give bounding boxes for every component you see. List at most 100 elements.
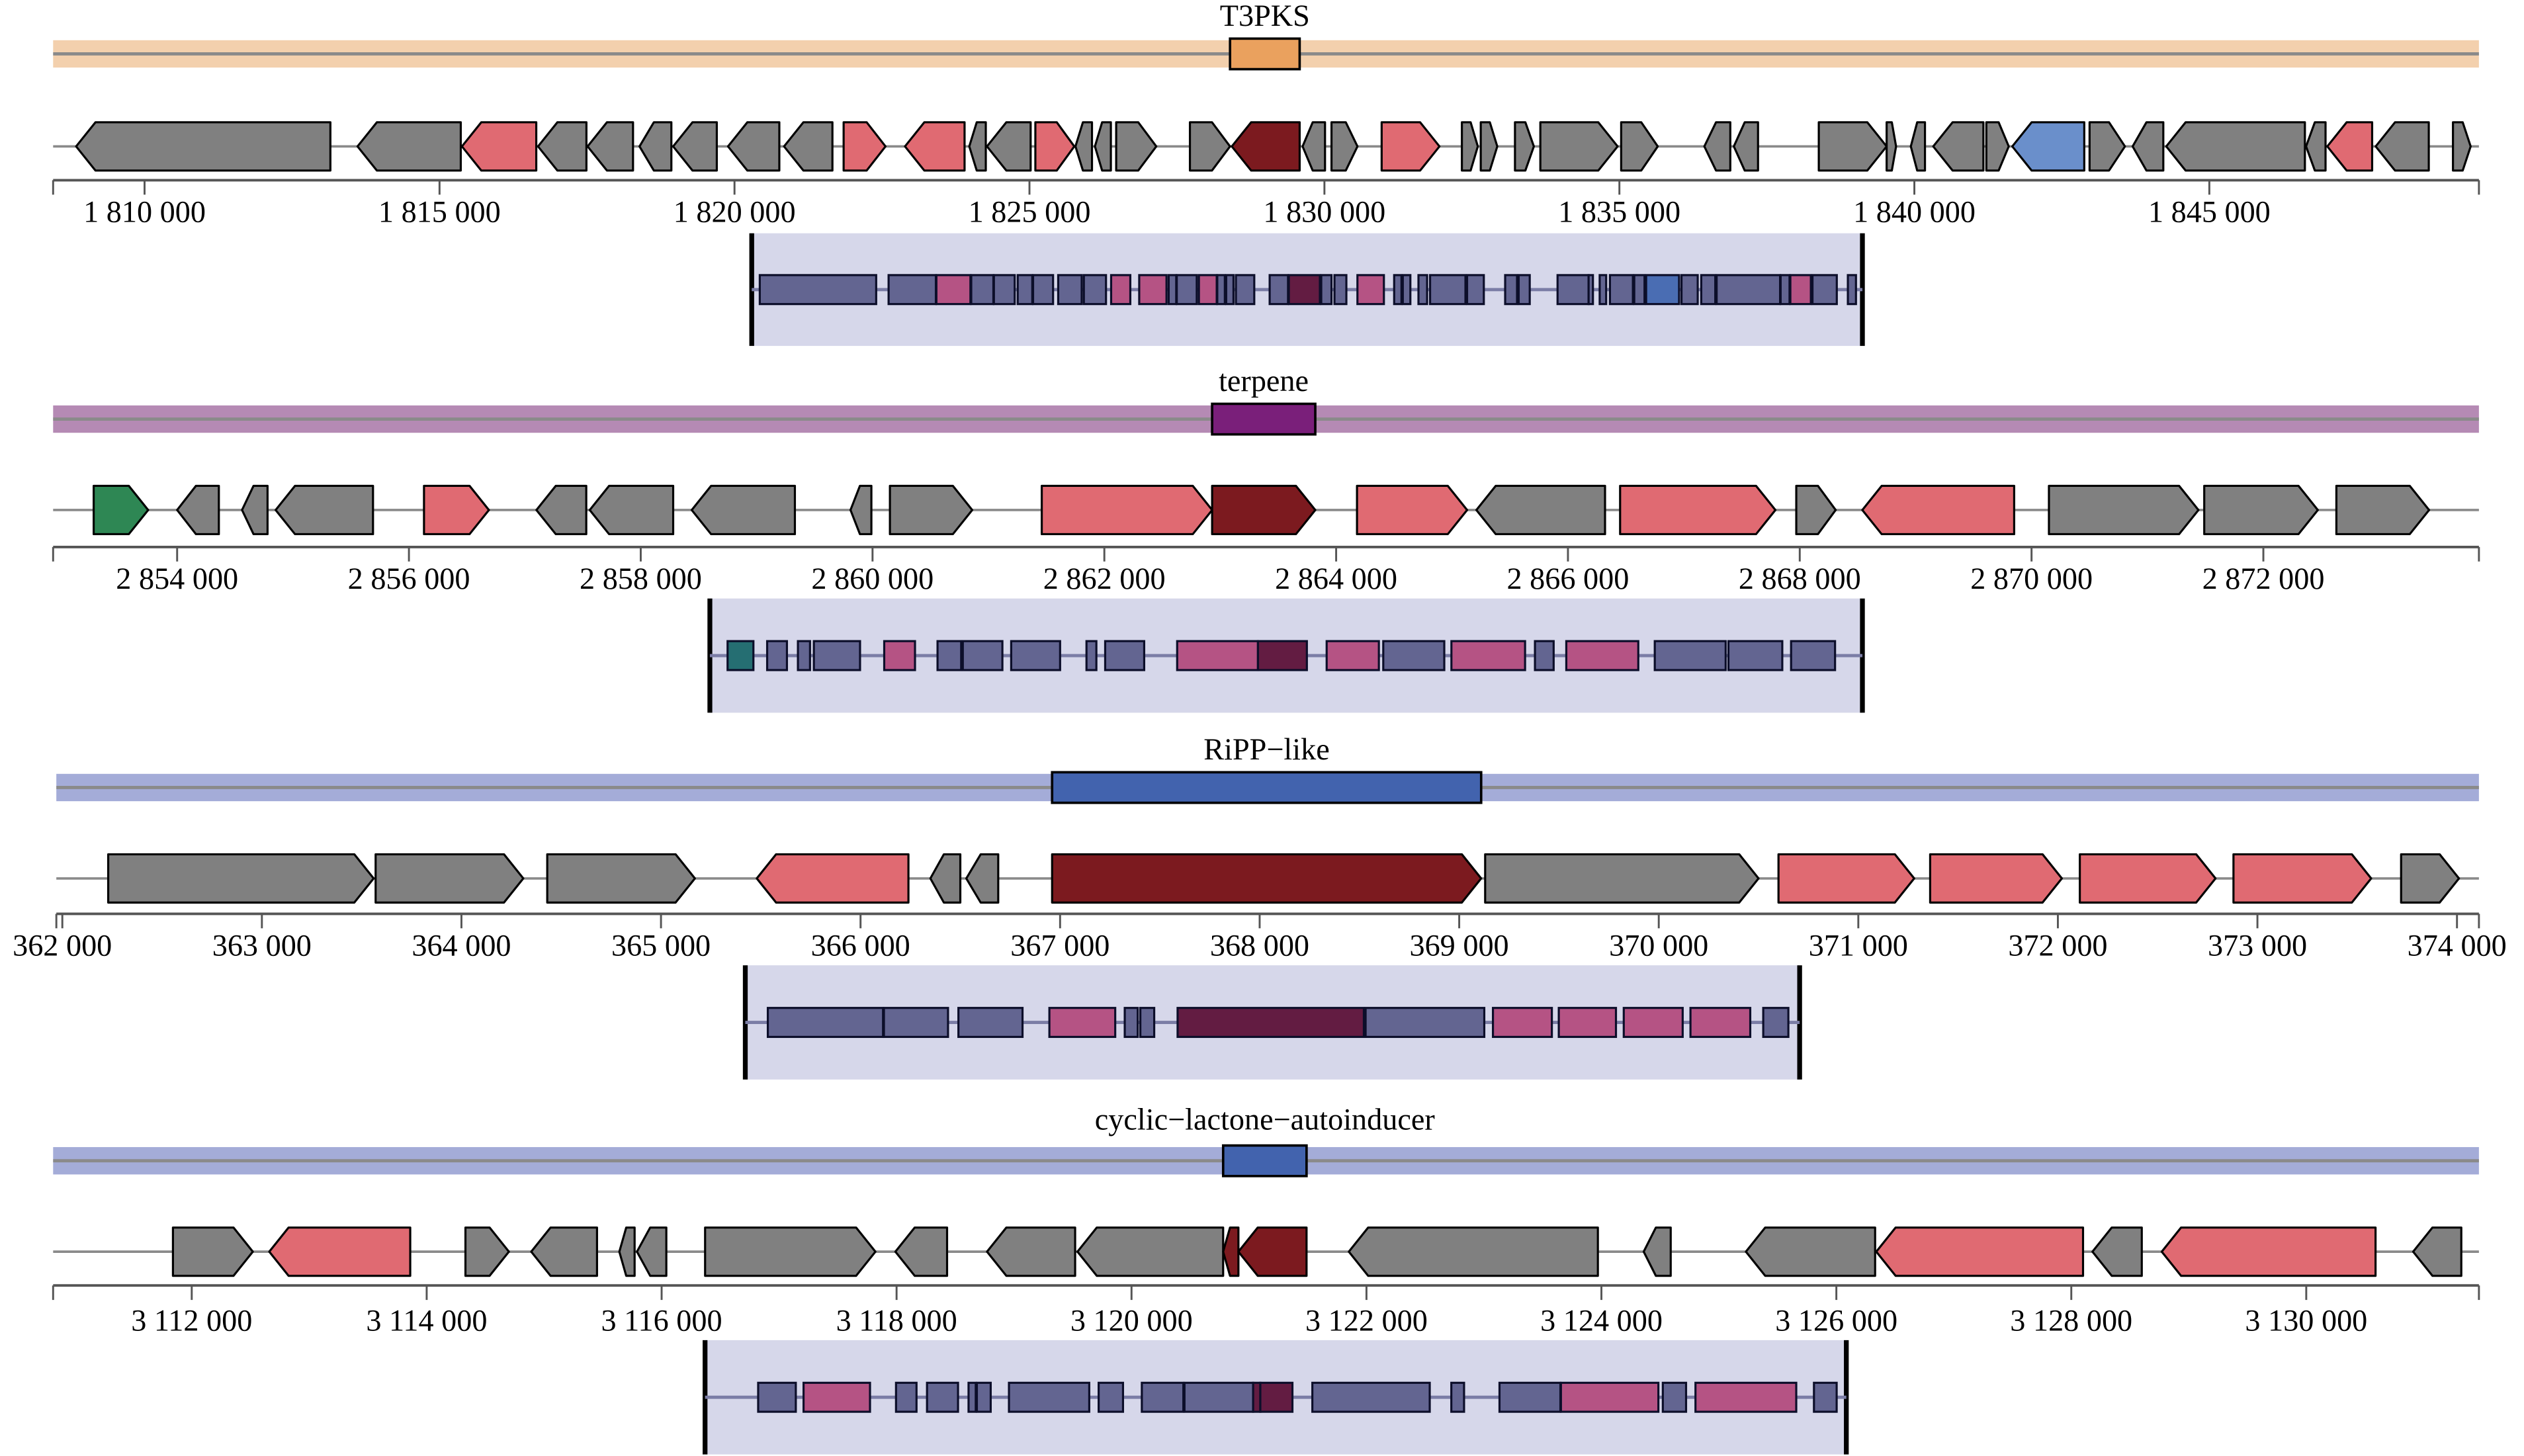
zoom-gene-core[interactable] — [1176, 1007, 1366, 1039]
gene-arrow-other[interactable] — [586, 121, 634, 172]
gene-arrow-core-related[interactable] — [1380, 121, 1441, 172]
gene-arrow-core-related[interactable] — [1041, 484, 1213, 536]
zoom-gene-core-related[interactable] — [1689, 1007, 1752, 1039]
gene-arrow-other[interactable] — [1076, 1226, 1225, 1277]
gene-arrow-other[interactable] — [2305, 121, 2327, 172]
zoom-gene-other[interactable] — [1268, 274, 1289, 306]
cluster-region-box[interactable] — [1229, 37, 1301, 71]
gene-arrow-other[interactable] — [546, 853, 696, 904]
gene-arrow-core[interactable] — [1211, 484, 1317, 536]
gene-arrow-other[interactable] — [968, 121, 987, 172]
zoom-gene-other[interactable] — [1633, 274, 1646, 306]
gene-arrow-core[interactable] — [1231, 121, 1301, 172]
gene-arrow-core-related[interactable] — [1356, 484, 1469, 536]
cluster-region-box[interactable] — [1221, 1144, 1308, 1178]
zoom-gene-other[interactable] — [1653, 640, 1727, 671]
gene-arrow-core-related[interactable] — [2160, 1226, 2377, 1277]
zoom-gene-core-related[interactable] — [1565, 640, 1639, 671]
zoom-gene-other[interactable] — [1016, 274, 1033, 306]
zoom-gene-other[interactable] — [1813, 1381, 1838, 1413]
zoom-gene-other[interactable] — [1608, 274, 1634, 306]
zoom-gene-core-related[interactable] — [1197, 274, 1218, 306]
gene-arrow-other[interactable] — [1733, 121, 1759, 172]
gene-arrow-core-related[interactable] — [904, 121, 966, 172]
gene-arrow-core-related[interactable] — [1929, 853, 2064, 904]
zoom-gene-other[interactable] — [936, 640, 963, 671]
gene-arrow-transport[interactable] — [93, 484, 150, 536]
gene-arrow-other[interactable] — [1461, 121, 1479, 172]
zoom-gene-other[interactable] — [1085, 640, 1098, 671]
zoom-gene-other[interactable] — [970, 274, 995, 306]
zoom-gene-other[interactable] — [1008, 1381, 1090, 1413]
zoom-gene-regulatory[interactable] — [1645, 274, 1680, 306]
zoom-gene-other[interactable] — [1417, 274, 1428, 306]
cluster-region-box[interactable] — [1211, 402, 1317, 436]
gene-arrow-core-related[interactable] — [1034, 121, 1076, 172]
zoom-gene-other[interactable] — [1401, 274, 1412, 306]
gene-arrow-other[interactable] — [1620, 121, 1659, 172]
gene-arrow-other[interactable] — [275, 484, 374, 536]
gene-arrow-other[interactable] — [965, 853, 1000, 904]
zoom-gene-core[interactable] — [1256, 640, 1308, 671]
gene-arrow-other[interactable] — [986, 1226, 1076, 1277]
zoom-gene-other[interactable] — [1141, 1381, 1185, 1413]
zoom-gene-core-related[interactable] — [1622, 1007, 1684, 1039]
zoom-gene-other[interactable] — [1382, 640, 1446, 671]
zoom-gene-other[interactable] — [1847, 274, 1857, 306]
zoom-gene-other[interactable] — [1216, 274, 1226, 306]
gene-arrow-other[interactable] — [1703, 121, 1731, 172]
zoom-gene-core-related[interactable] — [1694, 1381, 1798, 1413]
gene-arrow-core-related[interactable] — [756, 853, 910, 904]
gene-arrow-other[interactable] — [1514, 121, 1535, 172]
cluster-region-box[interactable] — [1051, 771, 1483, 804]
gene-arrow-other[interactable] — [2400, 853, 2460, 904]
gene-arrow-other[interactable] — [1932, 121, 1985, 172]
gene-arrow-other[interactable] — [1188, 121, 1231, 172]
gene-arrow-other[interactable] — [1115, 121, 1158, 172]
gene-arrow-other[interactable] — [1479, 121, 1499, 172]
zoom-gene-other[interactable] — [1779, 274, 1791, 306]
gene-arrow-core-related[interactable] — [1861, 484, 2015, 536]
zoom-gene-core[interactable] — [1252, 1381, 1262, 1413]
zoom-gene-core-related[interactable] — [1559, 1381, 1660, 1413]
gene-arrow-other[interactable] — [726, 121, 781, 172]
zoom-gene-other[interactable] — [1176, 274, 1198, 306]
zoom-gene-other[interactable] — [1082, 274, 1108, 306]
gene-arrow-other[interactable] — [1348, 1226, 1599, 1277]
gene-arrow-core-related[interactable] — [2079, 853, 2217, 904]
zoom-gene-core-related[interactable] — [1789, 274, 1812, 306]
gene-arrow-other[interactable] — [2374, 121, 2430, 172]
zoom-gene-other[interactable] — [1727, 640, 1784, 671]
gene-arrow-other[interactable] — [2048, 484, 2200, 536]
zoom-gene-other[interactable] — [1811, 274, 1838, 306]
gene-arrow-other[interactable] — [2088, 121, 2126, 172]
zoom-gene-other[interactable] — [1465, 274, 1485, 306]
zoom-gene-other[interactable] — [1661, 1381, 1688, 1413]
gene-arrow-other[interactable] — [1985, 121, 2010, 172]
gene-arrow-core[interactable] — [1222, 1226, 1240, 1277]
zoom-gene-other[interactable] — [1450, 1381, 1465, 1413]
zoom-gene-core-related[interactable] — [802, 1381, 871, 1413]
gene-arrow-other[interactable] — [690, 484, 797, 536]
zoom-gene-other[interactable] — [1517, 274, 1531, 306]
gene-arrow-other[interactable] — [1301, 121, 1327, 172]
zoom-gene-other[interactable] — [883, 1007, 949, 1039]
gene-arrow-other[interactable] — [636, 1226, 668, 1277]
gene-arrow-other[interactable] — [849, 484, 873, 536]
gene-arrow-other[interactable] — [107, 853, 375, 904]
zoom-gene-core-related[interactable] — [1176, 640, 1259, 671]
zoom-gene-other[interactable] — [957, 1007, 1024, 1039]
zoom-gene-other[interactable] — [1680, 274, 1699, 306]
zoom-gene-other[interactable] — [1700, 274, 1717, 306]
zoom-gene-core-related[interactable] — [1138, 274, 1168, 306]
zoom-gene-other[interactable] — [1057, 274, 1083, 306]
zoom-gene-other[interactable] — [1010, 640, 1061, 671]
gene-arrow-core[interactable] — [1237, 1226, 1308, 1277]
gene-arrow-other[interactable] — [2091, 1226, 2143, 1277]
zoom-gene-other[interactable] — [1587, 274, 1594, 306]
zoom-gene-other[interactable] — [967, 1381, 977, 1413]
zoom-gene-transport[interactable] — [726, 640, 755, 671]
zoom-gene-other[interactable] — [1534, 640, 1555, 671]
gene-arrow-other[interactable] — [1642, 1226, 1672, 1277]
gene-arrow-other[interactable] — [464, 1226, 510, 1277]
